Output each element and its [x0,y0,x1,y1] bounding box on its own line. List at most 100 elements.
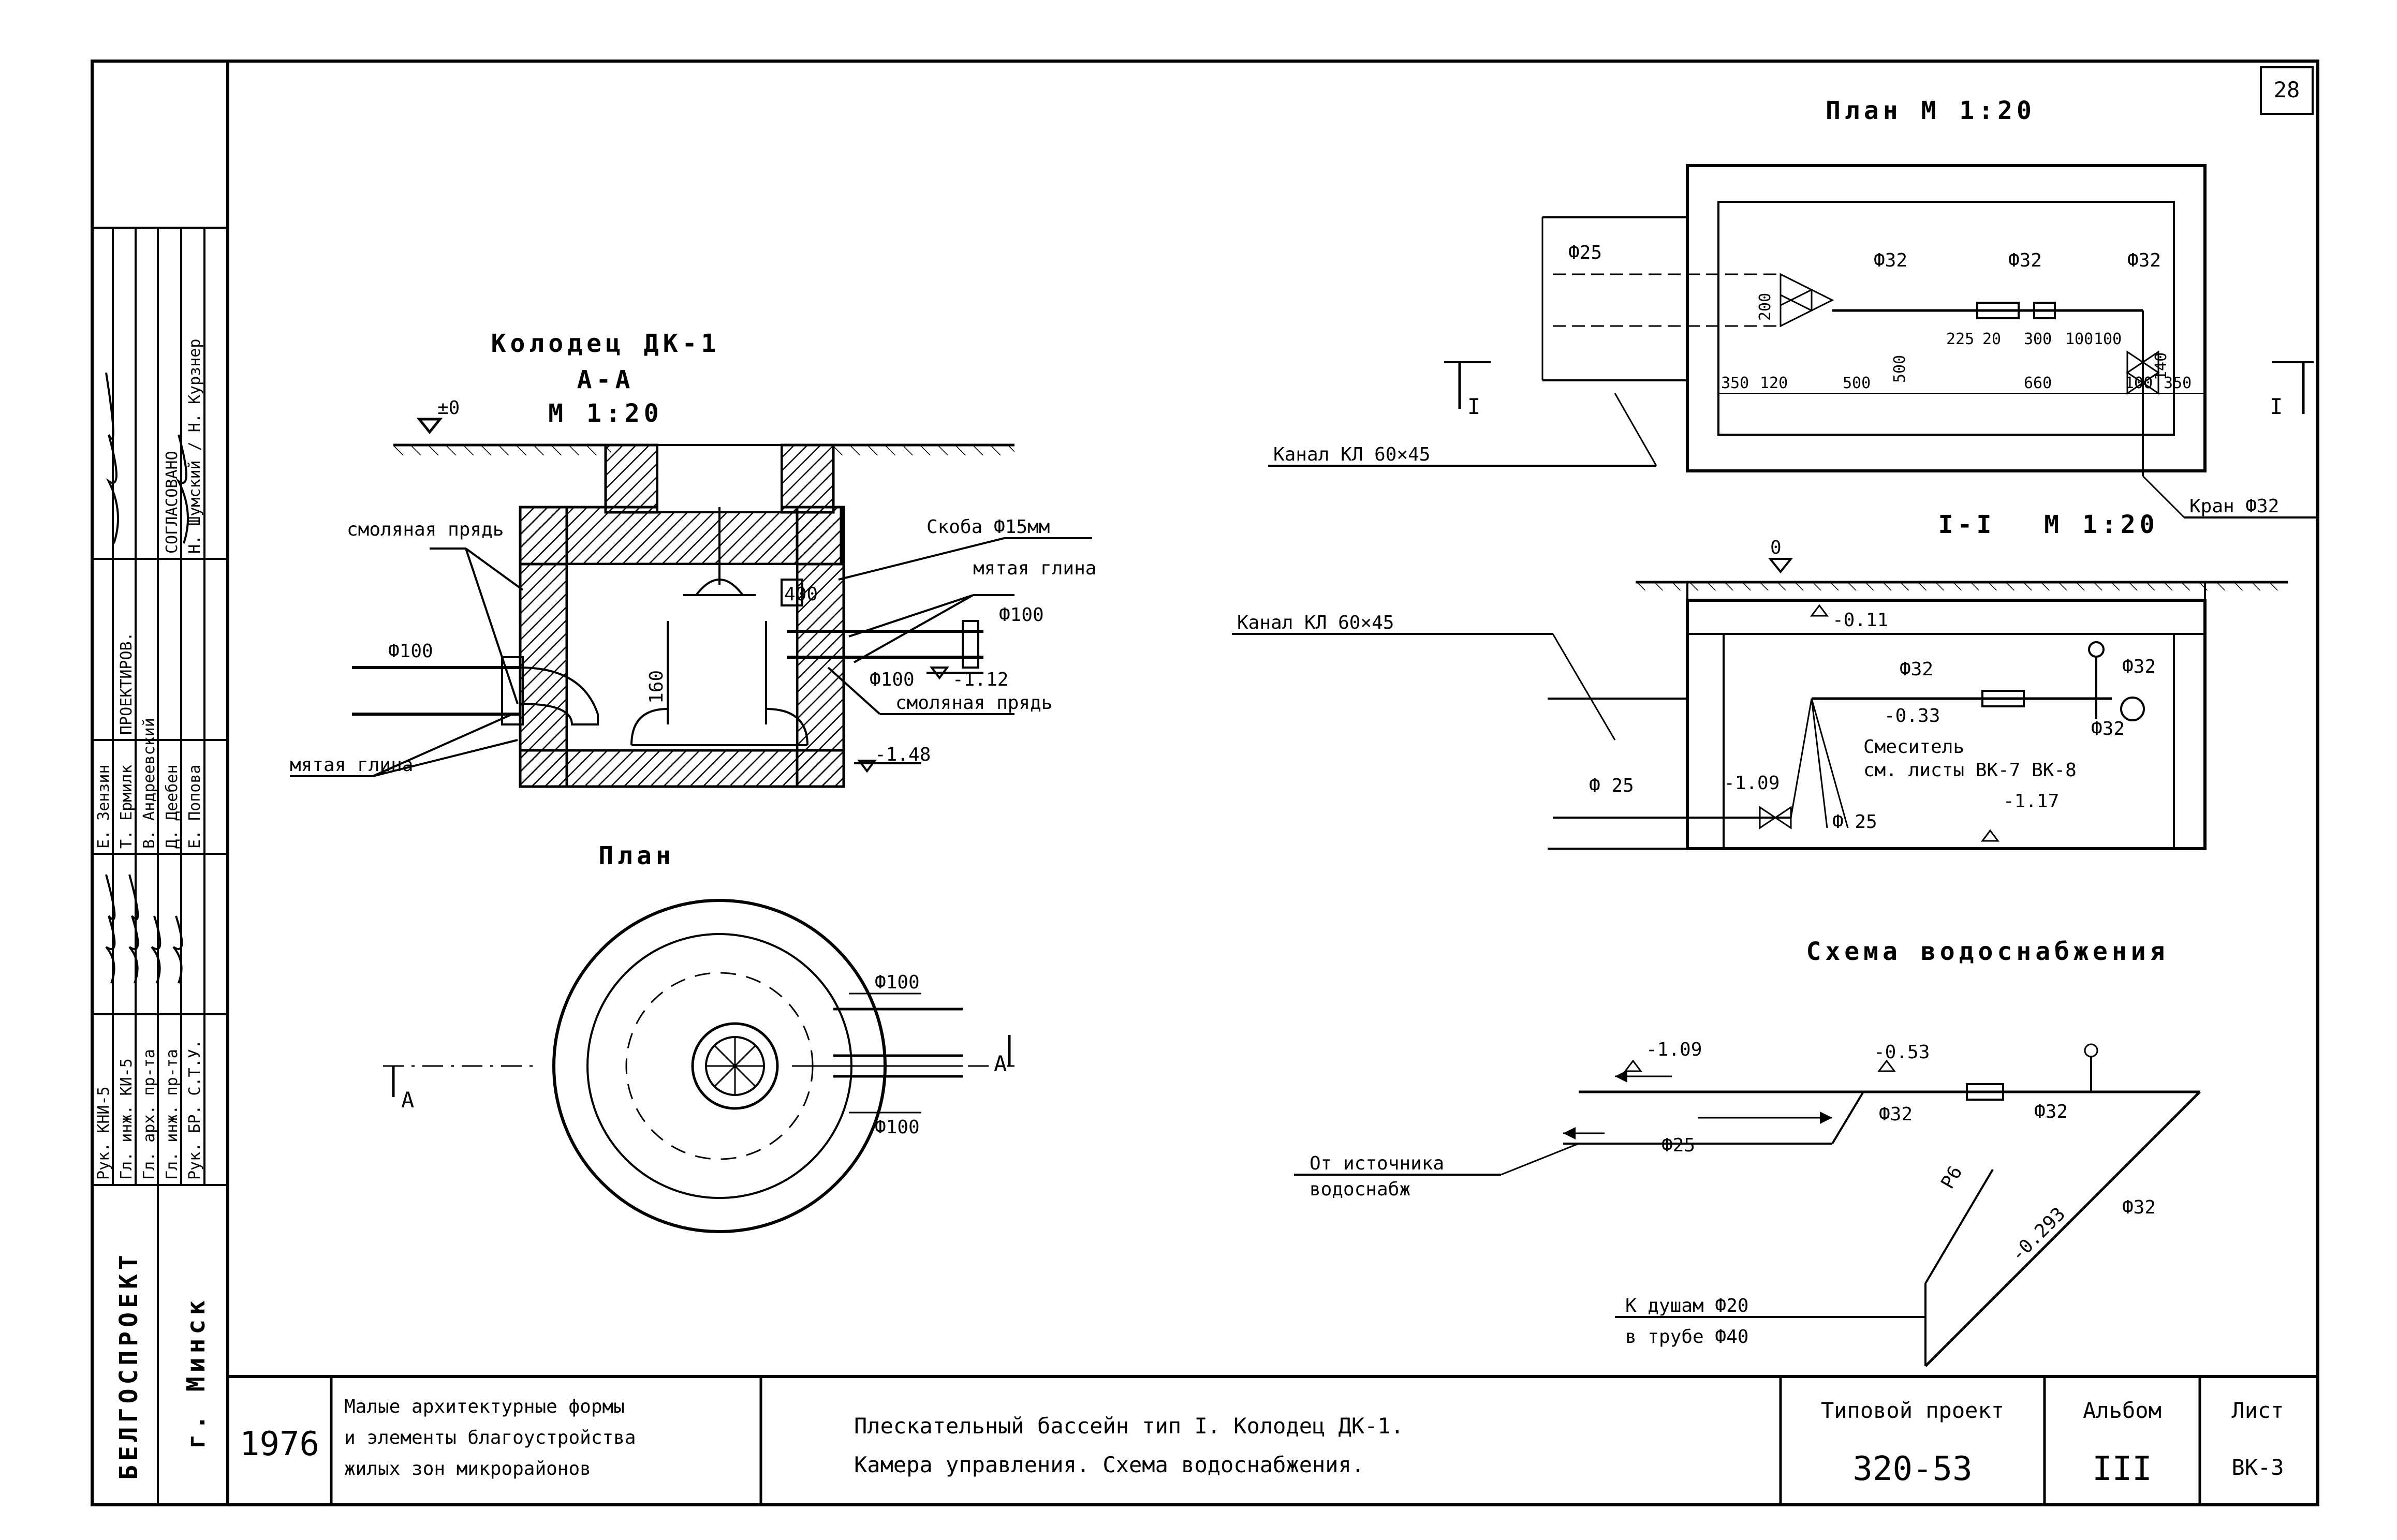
chamber-plan-dim-350a: 350 [1721,374,1749,392]
chamber-plan-tap: Кран Ф32 [2189,496,2279,517]
chamber-plan-channel: Канал КЛ 60×45 [1273,444,1430,465]
chamber-section-mixer: Смеситель [1863,736,1964,758]
stamp-name-2: Т. Ермилк [117,764,136,849]
chamber-section-phi25a: Ф 25 [1589,775,1634,796]
stamp-role-2: Гл. инж. КИ-5 [117,1058,136,1180]
title-block [330,1376,2201,1505]
scheme-phi32b: Ф32 [2034,1101,2068,1122]
well-dim-160: 160 [646,670,667,704]
chamber-plan-cut-left: I [1467,394,1480,419]
well-level-112: -1.12 [952,669,1008,690]
chamber-plan-cut-right: I [2270,394,2283,419]
chamber-plan-dim-300: 300 [2024,330,2052,348]
water-supply-scheme: Схема водоснабжения -1.09 -0.53 Ф32 Ф32 … [1294,937,2201,1367]
chamber-section-title: I-I [1938,510,1996,539]
stamp-name-5: Е. Попова [186,764,204,849]
well-plan: План Ф100 Ф100 А А [383,841,1014,1233]
chamber-section: I-I М 1:20 0 -0.11 Канал КЛ 60×45 [1232,510,2288,850]
chamber-plan-dim-100b: 100 [2094,330,2122,348]
well-plan-pipe-top: Ф100 [875,972,920,993]
scheme-in-pipe: в трубе Ф40 [1625,1326,1748,1348]
scheme-level-0293: -0.293 [2007,1203,2069,1266]
well-crumpled-clay: мятая глина [973,558,1096,579]
chamber-plan-dim-200: 200 [1756,293,1774,321]
stamp-name-3: В. Андреевский [140,718,158,849]
chamber-plan-phi32b: Ф32 [2008,250,2042,271]
stamp-designed: ПРОЕКТИРОВ. [117,632,136,735]
well-section: Колодец ДК-1 А-А М 1:20 ±0 [290,329,1096,788]
chamber-section-level-117: -1.17 [2003,791,2059,812]
stamp-name-1: Е. Зензин [95,764,113,849]
chamber-section-phi32a: Ф32 [1900,659,1933,680]
chamber-plan-dim-660: 660 [2024,374,2052,392]
title-sheet-label: Лист [2231,1398,2284,1423]
well-section-label: А-А [577,365,635,394]
well-level-148: -1.48 [875,744,931,765]
chamber-plan-dim-120: 120 [1760,374,1788,392]
chamber-section-level-zero: 0 [1770,537,1782,558]
chamber-section-phi32c: Ф32 [2091,718,2125,739]
stamp-role-4: Гл. инж. пр-та [163,1049,181,1180]
well-plan-title: План [598,841,675,870]
chamber-section-level-011: -0.11 [1832,610,1888,631]
chamber-plan-dim-350b: 350 [2164,374,2192,392]
scheme-to-showers: К душам Ф20 [1625,1295,1748,1316]
chamber-plan-dim-100c: 100 [2125,374,2153,392]
title-desc-2: Камера управления. Схема водоснабжения. [854,1452,1364,1477]
chamber-section-level-109: -1.09 [1724,773,1780,794]
chamber-plan-phi32a: Ф32 [1874,250,1907,271]
title-desc-1: Плескательный бассейн тип I. Колодец ДК-… [854,1413,1404,1439]
chamber-section-phi32b: Ф32 [2122,656,2156,677]
sheet-frame [91,60,2319,1506]
stamp-role-1: Рук. КНИ-5 [95,1086,113,1180]
chamber-section-channel: Канал КЛ 60×45 [1237,612,1394,633]
stamp-signatures [105,372,189,984]
chamber-plan-dim-20: 20 [1982,330,2001,348]
chamber-plan-dim-500: 500 [1843,374,1871,392]
scheme-level-109: -1.09 [1646,1039,1702,1060]
title-series-1: Малые архитектурные формы [344,1396,625,1417]
chamber-plan-phi32c: Ф32 [2127,250,2161,271]
chamber-plan-dim-100a: 100 [2065,330,2093,348]
well-pipe-in: Ф100 [388,641,433,662]
scheme-from-source-1: От источника [1310,1153,1444,1174]
chamber-plan-phi25: Ф25 [1568,242,1602,263]
well-plan-cut-left: А [401,1087,414,1113]
chamber-section-scale: М 1:20 [2044,510,2158,539]
well-crumpled-clay2: мятая глина [290,754,413,776]
chamber-section-mixer-ref: см. листы ВК-7 ВК-8 [1863,760,2077,781]
chamber-section-level-033: -0.33 [1884,705,1940,727]
chamber-plan-dim-225: 225 [1946,330,1974,348]
chamber-plan-dim-140: 140 [2152,352,2170,380]
well-resin-strand: смоляная прядь [347,519,504,540]
title-year: 1976 [240,1425,319,1463]
chamber-plan-title: План М 1:20 [1826,96,2036,125]
well-scale: М 1:20 [548,399,663,428]
stamp-name-4: Д. Деебен [163,764,181,849]
title-series-3: жилых зон микрорайонов [344,1458,591,1479]
stamp-city: г. Минск [182,1296,211,1449]
stamp-org: БЕЛГОСПРОЕКТ [114,1251,143,1480]
well-plan-pipe-bottom: Ф100 [875,1117,920,1138]
scheme-level-053: -0.53 [1874,1042,1930,1063]
scheme-from-source-2: водоснабж [1310,1179,1410,1200]
scheme-dim-r6: Р6 [1937,1162,1966,1192]
title-project-label: Типовой проект [1821,1398,2004,1423]
well-plan-cut-right: А [994,1051,1007,1076]
title-project-no: 320-53 [1852,1450,1972,1488]
well-pipe-out: Ф100 [870,669,915,690]
scheme-phi32a: Ф32 [1879,1104,1913,1125]
well-bracket: Скоба Ф15мм [927,516,1050,538]
chamber-plan-dim-500v: 500 [1891,355,1909,383]
title-sheet-no: ВК-3 [2231,1455,2284,1480]
well-dim-400: 400 [784,584,818,605]
scheme-title: Схема водоснабжения [1806,937,2169,966]
page-number: 28 [2274,77,2300,102]
stamp-role-3: Гл. арх. пр-та [140,1049,158,1180]
title-album-label: Альбом [2083,1398,2161,1423]
chamber-plan: План М 1:20 Ф25 Ф32 [1268,96,2318,519]
well-level-zero: ±0 [437,397,460,419]
scheme-phi25: Ф25 [1661,1135,1695,1156]
well-pipe-out2: Ф100 [999,604,1044,626]
